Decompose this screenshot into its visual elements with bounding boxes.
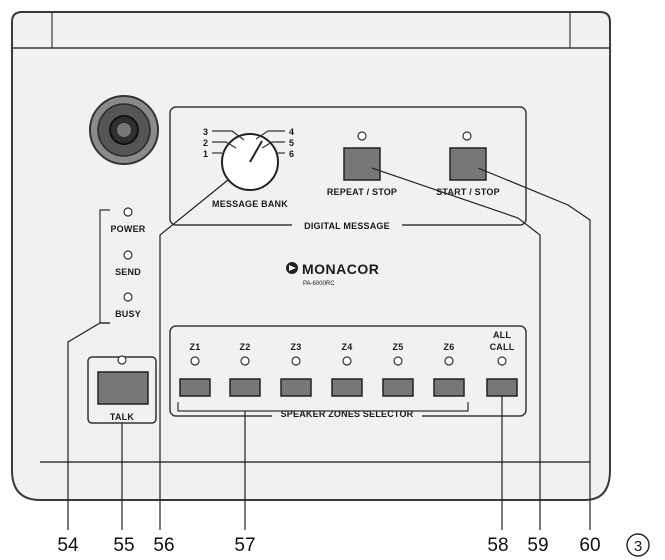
send-led — [123, 250, 133, 260]
callout-55: 55 — [113, 535, 134, 556]
busy-led — [123, 292, 133, 302]
zone-z6-button[interactable] — [433, 378, 465, 397]
microphone-socket[interactable] — [89, 95, 159, 165]
leader-lines — [67, 167, 591, 530]
busy-label: BUSY — [115, 309, 141, 319]
talk-button[interactable] — [97, 371, 149, 405]
callout-59: 59 — [527, 535, 548, 556]
talk-label: TALK — [110, 412, 134, 422]
knob-scale-right — [255, 130, 285, 154]
zone-z2-button[interactable] — [229, 378, 261, 397]
brand-name: MONACOR — [302, 261, 379, 277]
digital-message-title: DIGITAL MESSAGE — [304, 221, 390, 231]
callout-60: 60 — [579, 535, 600, 556]
all-call-button[interactable] — [486, 378, 518, 397]
power-label: POWER — [110, 224, 145, 234]
repeat-led — [357, 131, 367, 141]
monacor-logo — [286, 262, 298, 274]
zones-title: SPEAKER ZONES SELECTOR — [281, 409, 414, 419]
power-led — [123, 207, 133, 217]
zone-z1-button[interactable] — [179, 378, 211, 397]
talk-led — [117, 355, 127, 365]
figure-number-circle — [626, 533, 650, 557]
zone-z3-button[interactable] — [280, 378, 312, 397]
knob-position-5: 5 — [289, 138, 294, 148]
repeat-stop-label: REPEAT / STOP — [327, 187, 397, 197]
callout-54: 54 — [57, 535, 79, 556]
device-housing — [11, 11, 611, 501]
zone-z5-button[interactable] — [382, 378, 414, 397]
zones-bracket — [177, 402, 469, 412]
zone-z1-led — [190, 356, 200, 366]
all-call-label-2: CALL — [490, 342, 515, 352]
message-bank-label: MESSAGE BANK — [212, 199, 288, 209]
figure-number: 3 — [634, 538, 642, 555]
zone-z5-led — [393, 356, 403, 366]
knob-position-4: 4 — [289, 127, 294, 137]
knob-position-1: 1 — [203, 149, 208, 159]
all-call-label-1: ALL — [493, 330, 511, 340]
start-led — [462, 131, 472, 141]
callout-56: 56 — [153, 535, 174, 556]
callout-57: 57 — [234, 535, 255, 556]
leader-56 — [159, 179, 229, 530]
zone-z2[interactable]: Z2 — [229, 342, 261, 397]
send-label: SEND — [115, 267, 141, 277]
repeat-stop-button[interactable] — [343, 147, 381, 181]
zone-all-call[interactable]: ALL CALL — [486, 330, 518, 397]
zone-z4-button[interactable] — [331, 378, 363, 397]
zone-z1[interactable]: Z1 — [179, 342, 211, 397]
leader-60 — [477, 167, 591, 530]
zone-z4-label: Z4 — [342, 342, 353, 352]
zone-z4[interactable]: Z4 — [331, 342, 363, 397]
digital-message-title-bg — [292, 218, 402, 232]
start-stop-label: START / STOP — [436, 187, 500, 197]
zone-z3[interactable]: Z3 — [280, 342, 312, 397]
zone-z3-label: Z3 — [291, 342, 302, 352]
zones-title-bg — [272, 406, 422, 420]
leader-54 — [67, 322, 110, 530]
start-stop-button[interactable] — [449, 147, 487, 181]
knob-scale-left — [212, 130, 245, 154]
talk-label-bg — [108, 410, 136, 422]
brand-model: PA-6000RC — [303, 281, 335, 287]
message-bank-knob[interactable] — [221, 133, 279, 191]
zone-z6[interactable]: Z6 — [433, 342, 465, 397]
knob-position-2: 2 — [203, 138, 208, 148]
zone-z3-led — [291, 356, 301, 366]
zone-z2-label: Z2 — [240, 342, 251, 352]
zone-z2-led — [240, 356, 250, 366]
zone-z6-led — [444, 356, 454, 366]
callout-58: 58 — [487, 535, 508, 556]
zone-z5-label: Z5 — [393, 342, 404, 352]
zone-z6-label: Z6 — [444, 342, 455, 352]
all-call-led — [497, 356, 507, 366]
knob-position-6: 6 — [289, 149, 294, 159]
knob-position-3: 3 — [203, 127, 208, 137]
zone-z1-label: Z1 — [190, 342, 201, 352]
leader-59 — [371, 167, 541, 530]
zone-z4-led — [342, 356, 352, 366]
zone-z5[interactable]: Z5 — [382, 342, 414, 397]
